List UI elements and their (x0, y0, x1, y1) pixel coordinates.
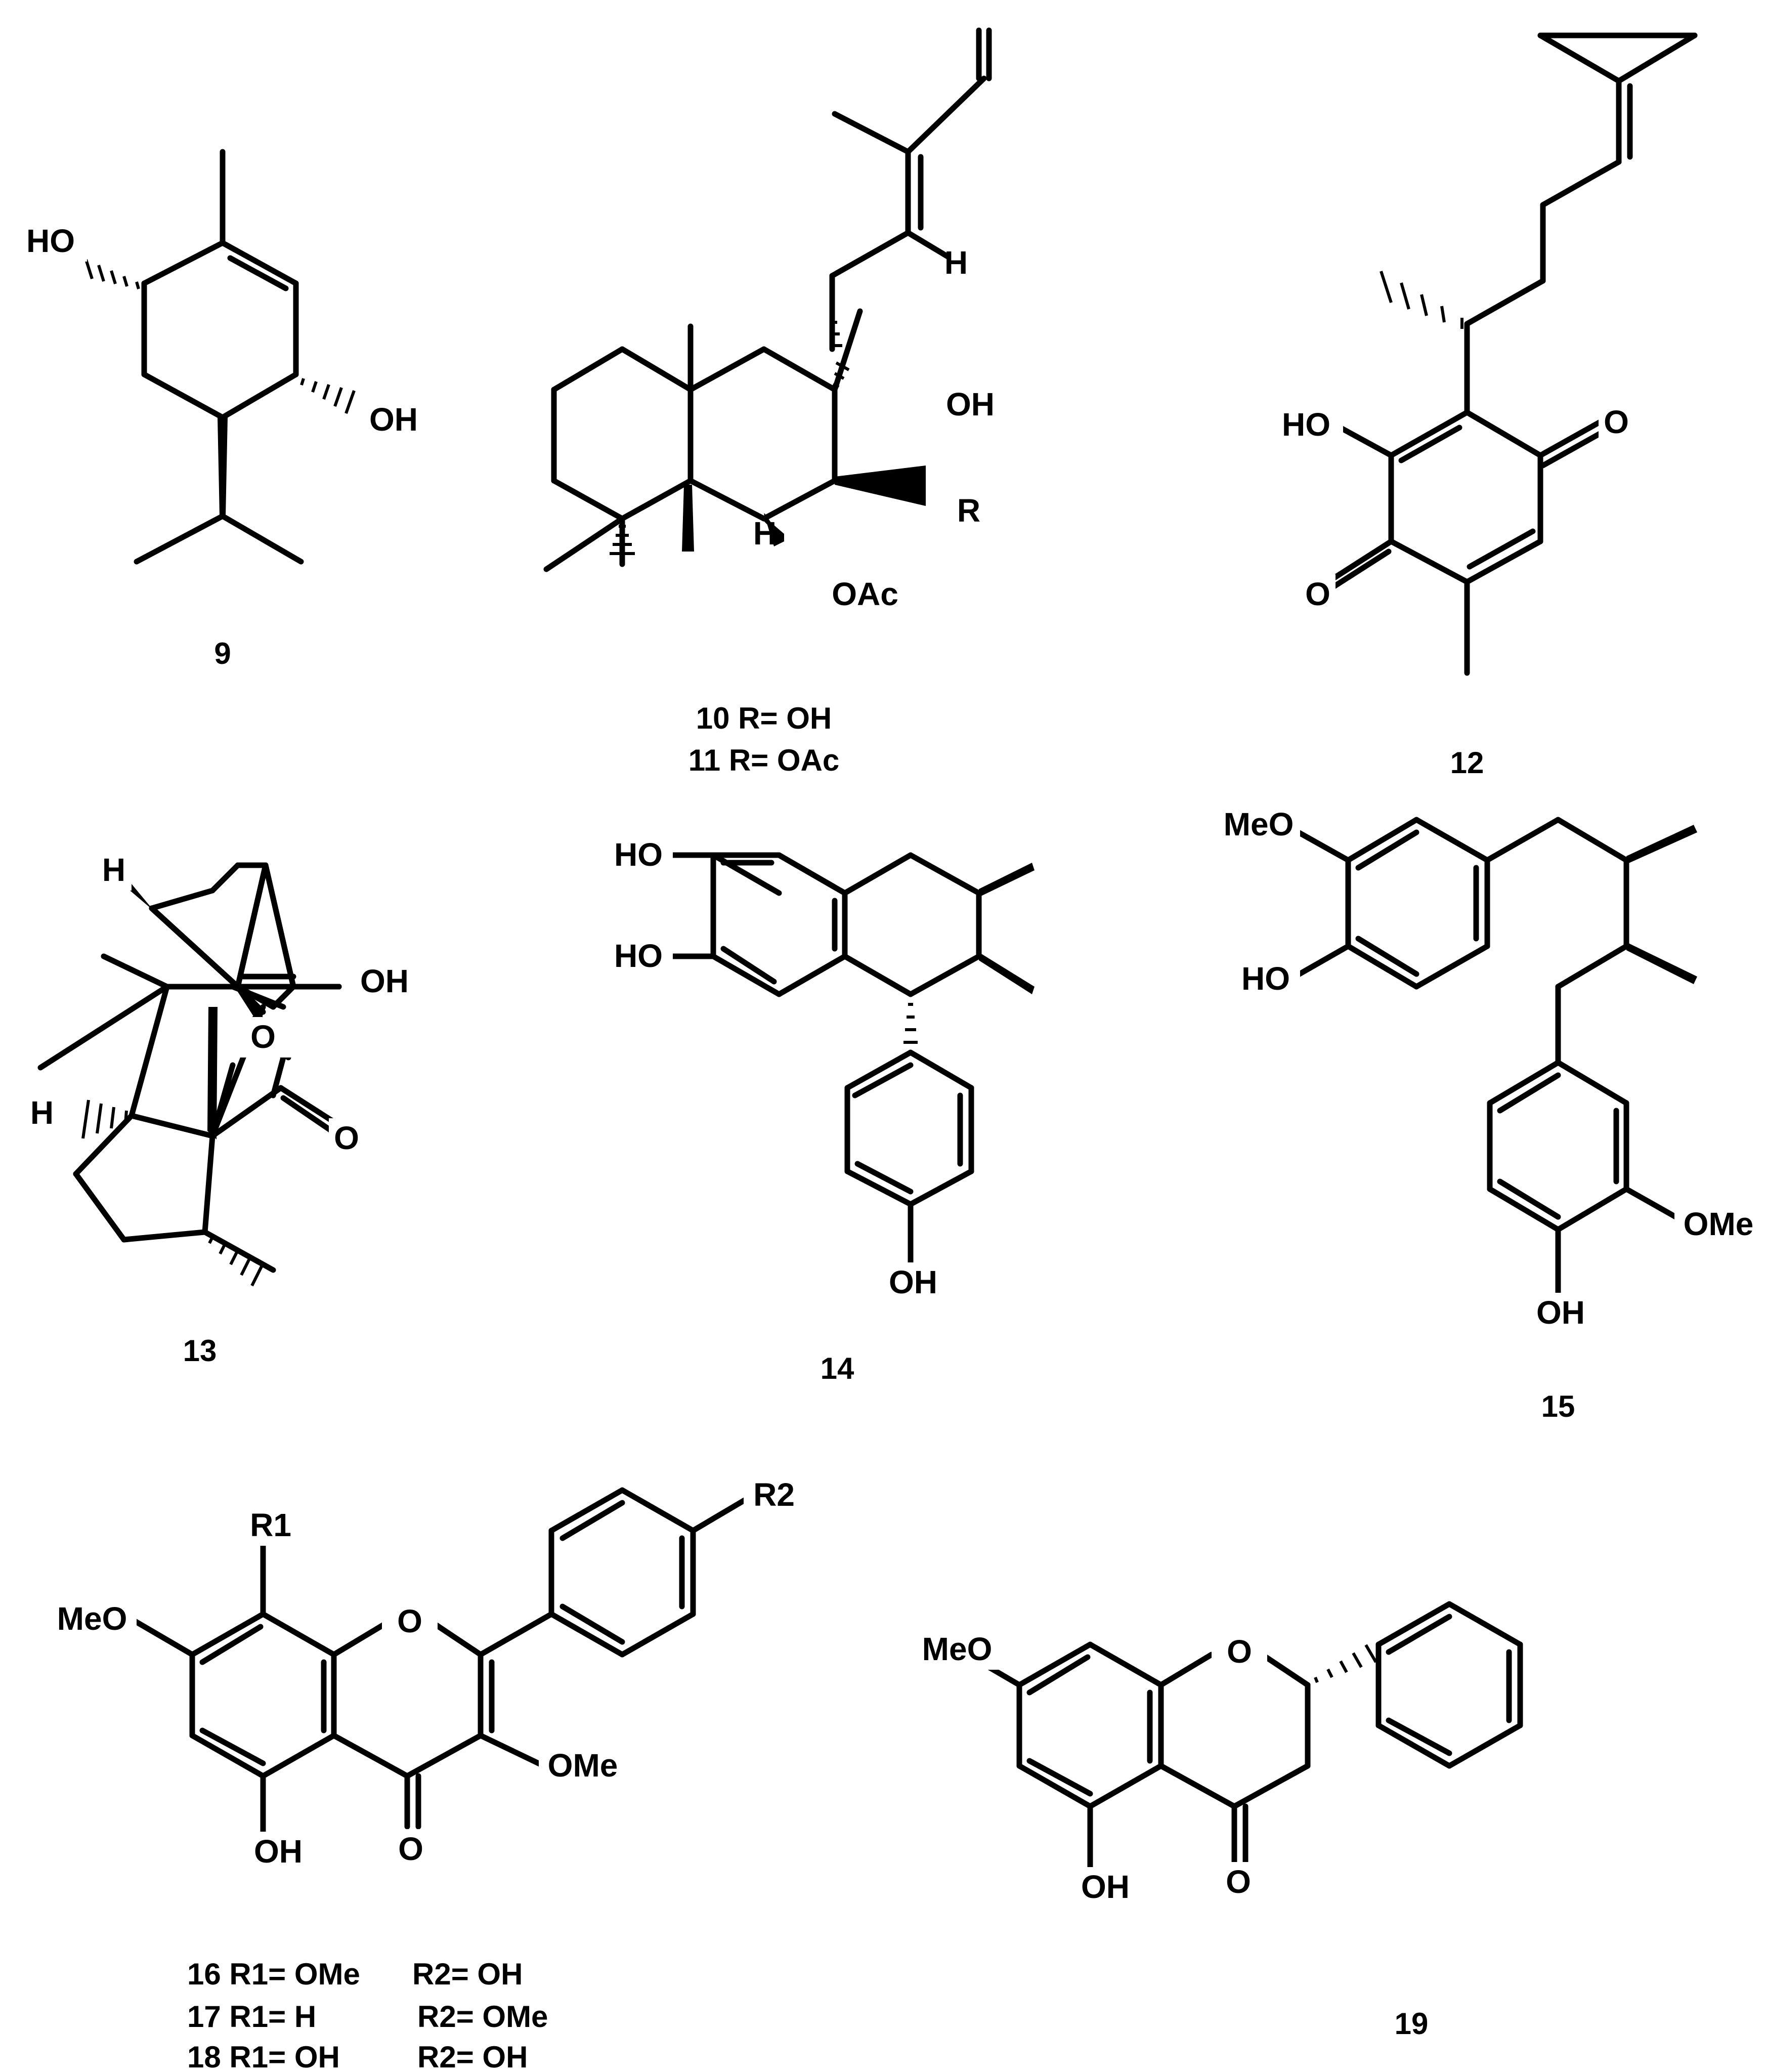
atom-label: R2 (753, 1476, 795, 1513)
compound-15: MeO HO OMe OH 15 (1219, 805, 1763, 1423)
compound-19: MeO O OH O 19 (913, 1601, 1523, 2041)
atom-label: H (30, 1094, 54, 1131)
compound-10-11: H OH R H OAc 10 R= OH 11 R= OAc (543, 27, 1012, 777)
atom-label: H (753, 515, 777, 552)
compound-number: 9 (214, 637, 231, 670)
compound-number: 19 (1395, 2007, 1429, 2041)
compound-9: HO OH 9 (11, 149, 435, 670)
atom-label: R1 (250, 1507, 291, 1543)
atom-label: OH (360, 963, 409, 999)
atom-label: MeO (922, 1631, 993, 1667)
atom-label: HO (1241, 960, 1290, 997)
atom-label: OH (254, 1833, 303, 1870)
atom-label: MeO (57, 1600, 127, 1637)
atom-label: O (1305, 576, 1330, 612)
atom-label: OMe (548, 1747, 618, 1784)
atom-label: OAc (832, 576, 898, 612)
atom-label: OH (369, 401, 418, 438)
atom-label: O (1226, 1864, 1251, 1900)
atom-label: HO (614, 836, 663, 873)
atom-label: H (944, 244, 968, 281)
atom-label: R (957, 492, 980, 529)
atom-label: O (1227, 1633, 1252, 1670)
compound-caption-line: R2= OMe (417, 2000, 548, 2034)
atom-label: HO (614, 938, 663, 974)
compound-12: HO O O 12 (1272, 32, 1698, 780)
compound-number: 15 (1541, 1389, 1575, 1423)
compound-caption-line: 17 R1= H (187, 2000, 316, 2034)
atom-label: H (102, 852, 125, 888)
atom-label: OH (889, 1264, 937, 1300)
atom-label: O (334, 1120, 359, 1156)
compound-caption-line: 10 R= OH (696, 701, 832, 735)
compound-16-18: R1 R2 MeO O OMe OH O 16 R1= OMe R2= OH 1… (48, 1475, 804, 2072)
atom-label: HO (26, 223, 75, 259)
compound-number: 13 (183, 1334, 217, 1368)
atom-label: O (398, 1831, 423, 1867)
compound-number: 14 (821, 1351, 854, 1385)
compound-caption-line: R2= OH (417, 2040, 528, 2072)
atom-label: O (1604, 404, 1629, 440)
compound-number: 12 (1450, 746, 1484, 780)
compound-caption-line: 18 R1= OH (187, 2040, 340, 2072)
atom-label: HO (1282, 406, 1330, 443)
atom-label: OH (1536, 1294, 1585, 1331)
atom-label: O (250, 1019, 276, 1055)
compound-14: HO HO OH 14 (607, 835, 1035, 1385)
compound-caption-line: 11 R= OAc (688, 743, 840, 777)
compound-caption-line: R2= OH (412, 1957, 523, 1991)
atom-label: OH (1081, 1869, 1130, 1905)
atom-label: O (397, 1603, 422, 1639)
compound-13: H OH H O O 13 (24, 850, 425, 1368)
atom-label: OH (946, 386, 995, 422)
atom-label: MeO (1224, 806, 1294, 842)
atom-label: OMe (1684, 1206, 1754, 1242)
compound-caption-line: 16 R1= OMe (187, 1957, 360, 1991)
